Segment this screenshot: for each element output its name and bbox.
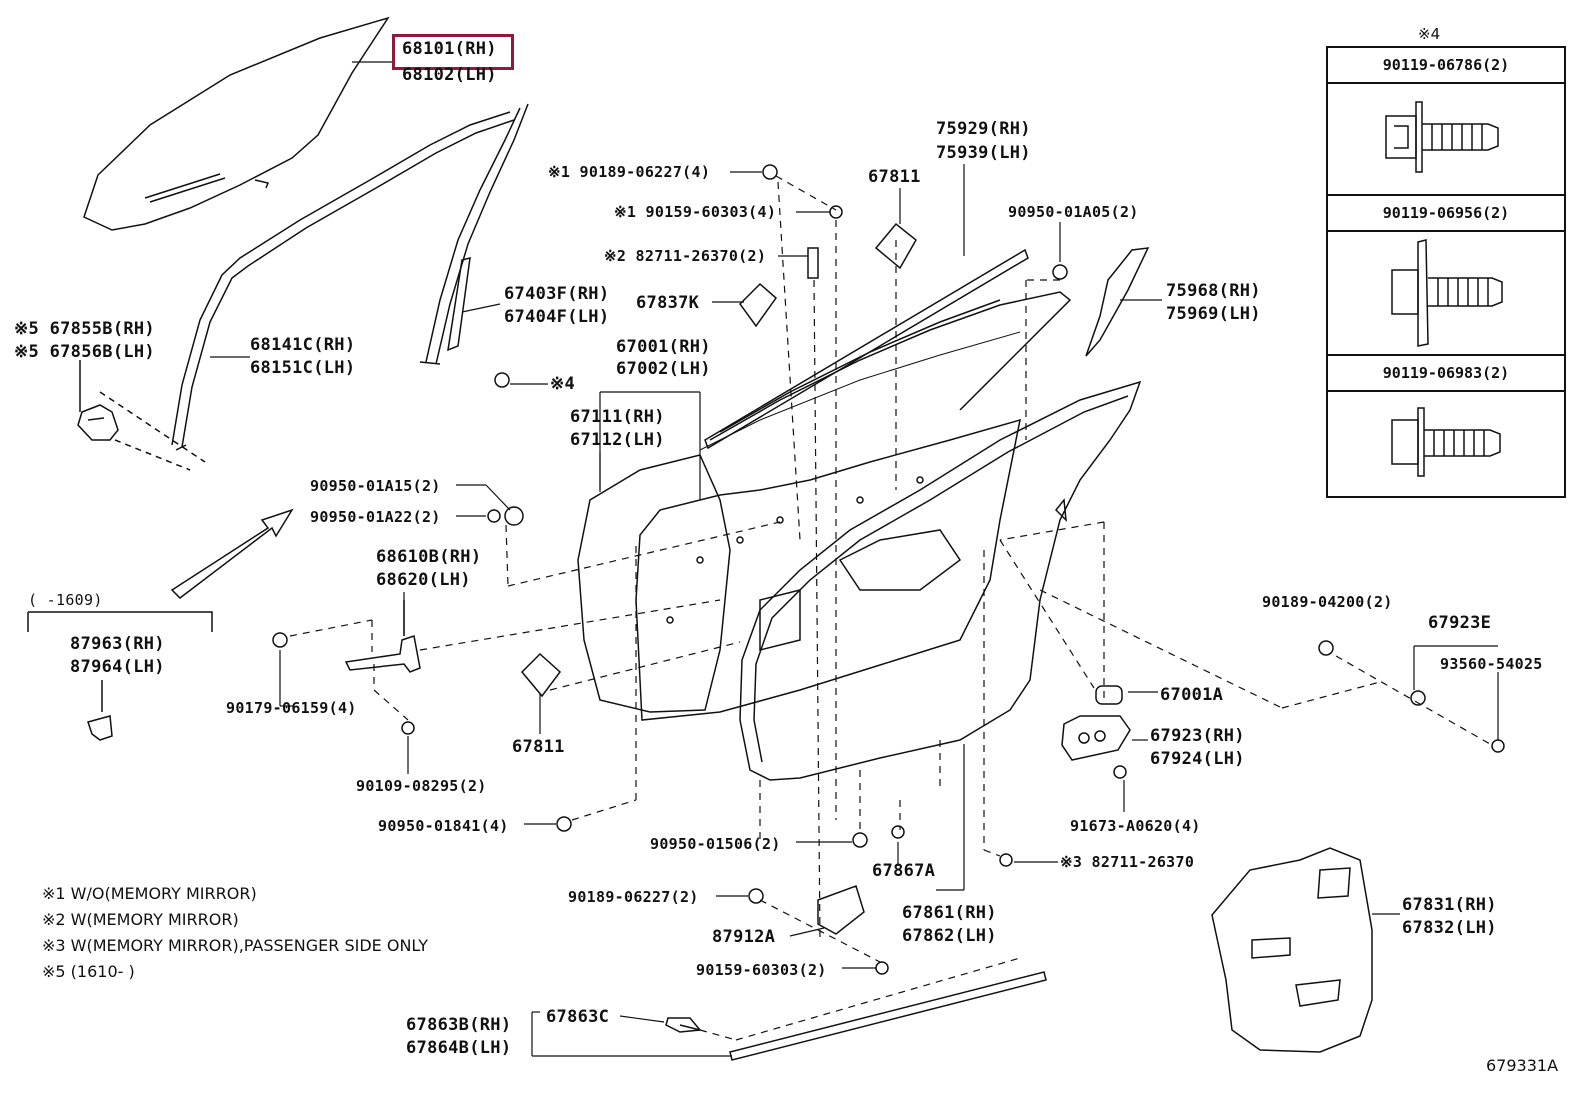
label-68141c-rh[interactable]: 68141C(RH) — [250, 335, 356, 355]
bolt-image-3 — [1328, 390, 1564, 494]
hinge-bracket-drawing — [1061, 715, 1131, 761]
fastener-drawings — [272, 164, 1505, 975]
label-67855b-rh[interactable]: ※5 67855B(RH) — [14, 319, 155, 339]
range-label: ( -1609) — [28, 591, 103, 609]
label-67863b-rh[interactable]: 67863B(RH) — [406, 1015, 512, 1035]
footnote-3: ※3 W(MEMORY MIRROR),PASSENGER SIDE ONLY — [42, 936, 428, 955]
label-90950-01a05-2[interactable]: 90950-01A05(2) — [1008, 203, 1139, 221]
label-67864b-lh[interactable]: 67864B(LH) — [406, 1038, 512, 1058]
label-75969-lh[interactable]: 75969(LH) — [1166, 304, 1261, 324]
clip-drawing — [77, 360, 206, 471]
label-67403f-rh[interactable]: 67403F(RH) — [504, 284, 610, 304]
label-90950-01506-2[interactable]: 90950-01506(2) — [650, 835, 781, 853]
label-90179-06159-4[interactable]: 90179-06159(4) — [226, 699, 357, 717]
label-67867a[interactable]: 67867A — [872, 861, 936, 881]
label-68102-lh[interactable]: 68102(LH) — [402, 65, 497, 85]
diagram-id: 679331A — [1486, 1056, 1559, 1075]
sash-drawing — [419, 103, 529, 365]
door-glass-drawing — [83, 16, 390, 231]
label-90159-60303-2[interactable]: 90159-60303(2) — [696, 961, 827, 979]
leader-lines — [210, 61, 1499, 1057]
bolt-image-1 — [1328, 82, 1564, 196]
label-87963-rh[interactable]: 87963(RH) — [70, 634, 165, 654]
label-90189-04200-2[interactable]: 90189-04200(2) — [1262, 593, 1393, 611]
label-67837k[interactable]: 67837K — [636, 293, 700, 313]
label-90109-08295-2[interactable]: 90109-08295(2) — [356, 777, 487, 795]
label-67112-lh[interactable]: 67112(LH) — [570, 430, 665, 450]
direction-arrow — [170, 508, 294, 599]
label-67924-lh[interactable]: 67924(LH) — [1150, 749, 1245, 769]
footnote-2: ※2 W(MEMORY MIRROR) — [42, 910, 239, 929]
label-93560-54025[interactable]: 93560-54025 — [1440, 655, 1543, 673]
label-67111-rh[interactable]: 67111(RH) — [570, 407, 665, 427]
label-75939-lh[interactable]: 75939(LH) — [936, 143, 1031, 163]
label-67923e[interactable]: 67923E — [1428, 613, 1492, 633]
bolt-table-row-3[interactable]: 90119-06983(2) — [1328, 356, 1564, 392]
label-68101-rh[interactable]: 68101(RH) — [402, 39, 497, 59]
label-82711-26370-3[interactable]: ※3 82711-26370 — [1060, 853, 1195, 871]
label-67404f-lh[interactable]: 67404F(LH) — [504, 307, 610, 327]
label-90189-06227-2[interactable]: 90189-06227(2) — [568, 888, 699, 906]
label-bolt-note4[interactable]: ※4 — [550, 374, 576, 394]
label-67811-low[interactable]: 67811 — [512, 737, 565, 757]
glass-run-drawing — [171, 111, 515, 451]
dashed-lines — [289, 175, 1491, 1041]
bolt-table-row-1[interactable]: 90119-06786(2) — [1328, 48, 1564, 84]
label-90950-01a15-2[interactable]: 90950-01A15(2) — [310, 477, 441, 495]
label-90159-60303-4[interactable]: ※1 90159-60303(4) — [614, 203, 777, 221]
label-67001a[interactable]: 67001A — [1160, 685, 1224, 705]
label-91673-a0620-4[interactable]: 91673-A0620(4) — [1070, 817, 1201, 835]
label-87912a[interactable]: 87912A — [712, 927, 776, 947]
label-87964-lh[interactable]: 87964(LH) — [70, 657, 165, 677]
label-67001-rh[interactable]: 67001(RH) — [616, 337, 711, 357]
label-90950-01a22-2[interactable]: 90950-01A22(2) — [310, 508, 441, 526]
label-68610b-rh[interactable]: 68610B(RH) — [376, 547, 482, 567]
label-67856b-lh[interactable]: ※5 67856B(LH) — [14, 342, 155, 362]
label-90189-06227-4[interactable]: ※1 90189-06227(4) — [548, 163, 711, 181]
label-67811-top[interactable]: 67811 — [868, 167, 921, 187]
footnote-1: ※1 W/O(MEMORY MIRROR) — [42, 884, 257, 903]
door-check-drawing — [344, 600, 421, 673]
film-drawing — [1211, 847, 1373, 1053]
label-67862-lh[interactable]: 67862(LH) — [902, 926, 997, 946]
label-67863c[interactable]: 67863C — [546, 1007, 610, 1027]
highlight-box — [392, 34, 514, 70]
label-67923-rh[interactable]: 67923(RH) — [1150, 726, 1245, 746]
label-67002-lh[interactable]: 67002(LH) — [616, 359, 711, 379]
sill-drawing — [665, 971, 1047, 1061]
bolt-table: 90119-06786(2) 90119-06956(2) 90119-0698… — [1326, 46, 1566, 498]
bolt-table-heading: ※4 — [1418, 25, 1441, 43]
bolt-image-2 — [1328, 230, 1564, 356]
footnote-5: ※5 (1610- ) — [42, 962, 135, 981]
label-67832-lh[interactable]: 67832(LH) — [1402, 918, 1497, 938]
label-75929-rh[interactable]: 75929(RH) — [936, 119, 1031, 139]
label-75968-rh[interactable]: 75968(RH) — [1166, 281, 1261, 301]
bolt-table-row-2[interactable]: 90119-06956(2) — [1328, 196, 1564, 232]
label-82711-26370-2[interactable]: ※2 82711-26370(2) — [604, 247, 767, 265]
weatherstrip-drawing — [704, 247, 1150, 781]
label-90950-01841-4[interactable]: 90950-01841(4) — [378, 817, 509, 835]
label-67861-rh[interactable]: 67861(RH) — [902, 903, 997, 923]
label-68151c-lh[interactable]: 68151C(LH) — [250, 358, 356, 378]
label-68620-lh[interactable]: 68620(LH) — [376, 570, 471, 590]
pad-drawings — [520, 222, 917, 698]
emblem-drawing — [27, 611, 213, 741]
label-67831-rh[interactable]: 67831(RH) — [1402, 895, 1497, 915]
